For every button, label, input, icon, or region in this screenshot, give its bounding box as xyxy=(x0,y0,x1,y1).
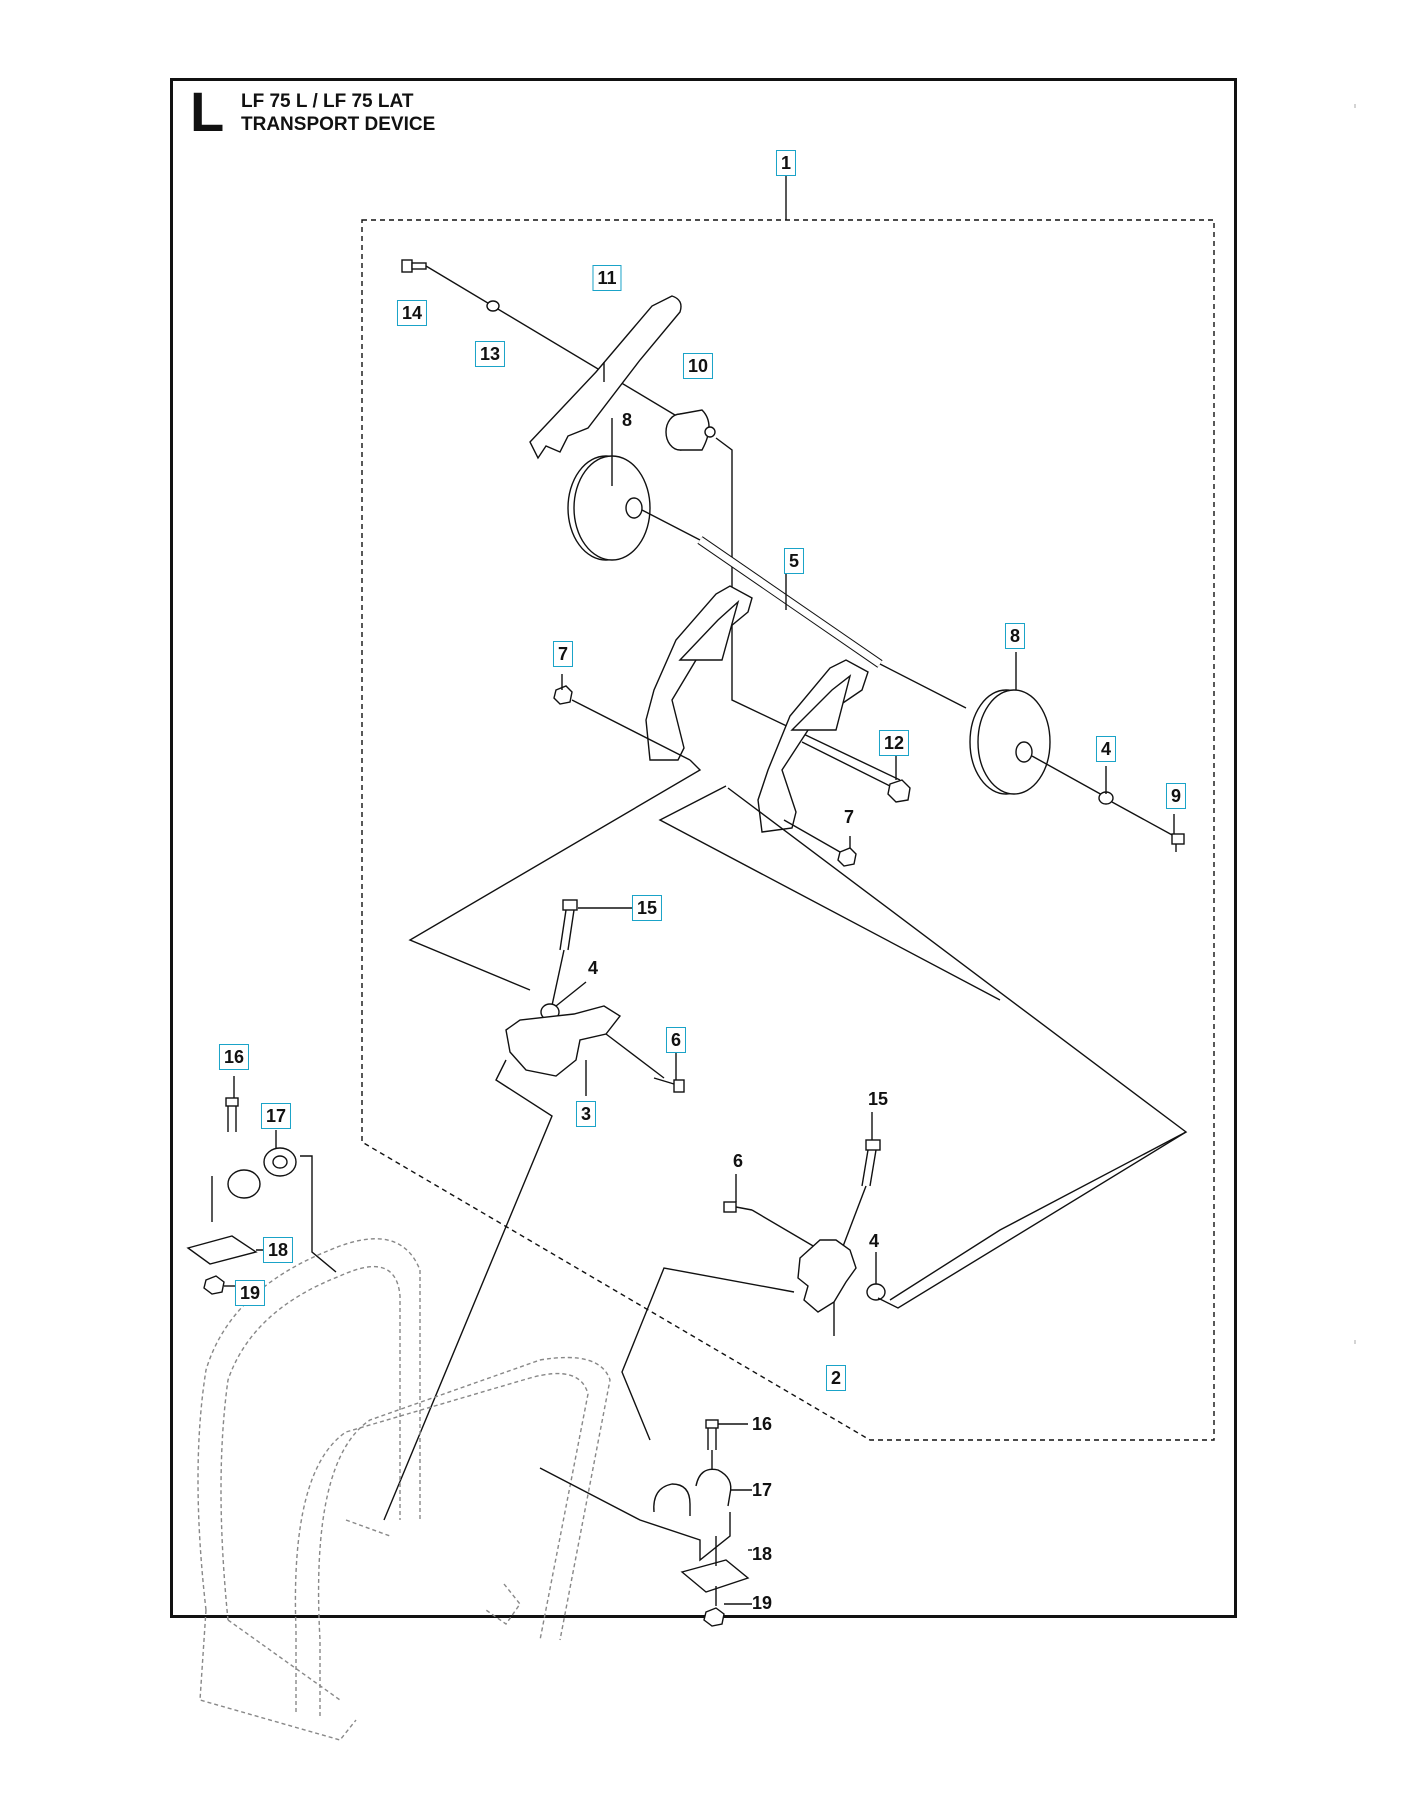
bolt-part-15-lower xyxy=(861,1139,881,1187)
callout-10: 10 xyxy=(682,353,714,379)
callout-2: 2 xyxy=(825,1365,847,1391)
callout-6-upper: 6 xyxy=(665,1027,687,1053)
clamp-part-17-right xyxy=(653,1468,732,1516)
callout-18-right: 18 xyxy=(751,1544,773,1564)
nut-part-12 xyxy=(887,779,911,803)
nut-part-19-left xyxy=(203,1275,225,1295)
mount-bracket-part-3 xyxy=(505,1005,622,1077)
callout-12: 12 xyxy=(878,730,910,756)
callout-5: 5 xyxy=(783,548,805,574)
plate-part-18-right xyxy=(680,1559,750,1593)
screw-part-9 xyxy=(1171,833,1185,852)
diagram-frame xyxy=(170,78,1237,1618)
callout-4-upper: 4 xyxy=(1095,736,1117,762)
handle-part-11 xyxy=(529,295,682,460)
callout-17-left: 17 xyxy=(260,1103,292,1129)
callout-8-right: 8 xyxy=(1004,623,1026,649)
bracket-plate-left xyxy=(645,585,753,761)
callout-7-left: 7 xyxy=(552,641,574,667)
washer-part-13 xyxy=(486,300,500,312)
mount-bracket-part-2 xyxy=(797,1239,857,1313)
assembly-group-boundary xyxy=(361,219,1215,1441)
callout-4-lower: 4 xyxy=(868,1231,880,1251)
assembly-title: TRANSPORT DEVICE xyxy=(241,114,436,135)
callout-4-middle: 4 xyxy=(587,958,599,978)
stopper-part-10 xyxy=(665,409,716,451)
callout-16-left: 16 xyxy=(218,1044,250,1070)
callout-1: 1 xyxy=(775,150,797,176)
callout-13: 13 xyxy=(474,341,506,367)
bolt-part-6-upper xyxy=(653,1077,685,1093)
callout-8-left: 8 xyxy=(621,410,633,430)
callout-15-upper: 15 xyxy=(631,895,663,921)
callout-14: 14 xyxy=(396,300,428,326)
frame-ghost-outline xyxy=(197,1238,611,1741)
wheel-part-8-left xyxy=(567,455,651,561)
clamp-part-17-left xyxy=(227,1147,297,1199)
callout-19-right: 19 xyxy=(751,1593,773,1613)
edge-mark xyxy=(1354,1340,1356,1344)
bolt-part-16-right xyxy=(705,1419,719,1450)
nut-part-7-right xyxy=(837,847,857,867)
edge-mark xyxy=(1354,104,1356,108)
callout-16-right: 16 xyxy=(751,1414,773,1434)
nut-part-19-right xyxy=(703,1607,725,1627)
callout-6-lower: 6 xyxy=(732,1151,744,1171)
bolt-part-6-lower xyxy=(723,1201,753,1213)
bolt-part-14 xyxy=(401,259,427,273)
callout-18-left: 18 xyxy=(262,1237,294,1263)
plate-part-18-left xyxy=(186,1235,258,1265)
callout-15-lower: 15 xyxy=(867,1089,889,1109)
bolt-part-15-upper xyxy=(559,899,578,951)
callout-7-right: 7 xyxy=(843,807,855,827)
wheel-part-8-right xyxy=(969,689,1051,795)
washer-part-4-lower xyxy=(866,1283,886,1301)
bolt-part-16-left xyxy=(225,1097,239,1132)
callout-19-left: 19 xyxy=(234,1280,266,1306)
callout-3: 3 xyxy=(575,1101,597,1127)
nut-part-7-left xyxy=(553,685,573,705)
section-letter: L xyxy=(190,80,225,143)
model-title: LF 75 L / LF 75 LAT xyxy=(241,91,414,112)
callout-17-right: 17 xyxy=(751,1480,773,1500)
callout-11: 11 xyxy=(592,265,622,291)
callout-9: 9 xyxy=(1165,783,1187,809)
